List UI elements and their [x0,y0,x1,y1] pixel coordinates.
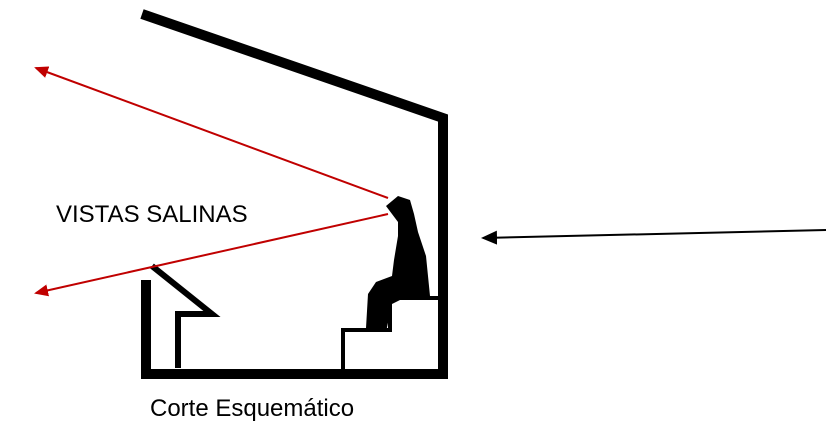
views-label: VISTAS SALINAS [56,201,248,228]
entry-arrow [481,229,827,245]
window-parapet [150,263,221,368]
seated-person-icon [366,196,430,332]
sightline-lower [34,213,389,297]
roof-wall [140,9,448,379]
diagram-caption: Corte Esquemático [150,395,355,422]
sightline-upper [34,66,389,199]
